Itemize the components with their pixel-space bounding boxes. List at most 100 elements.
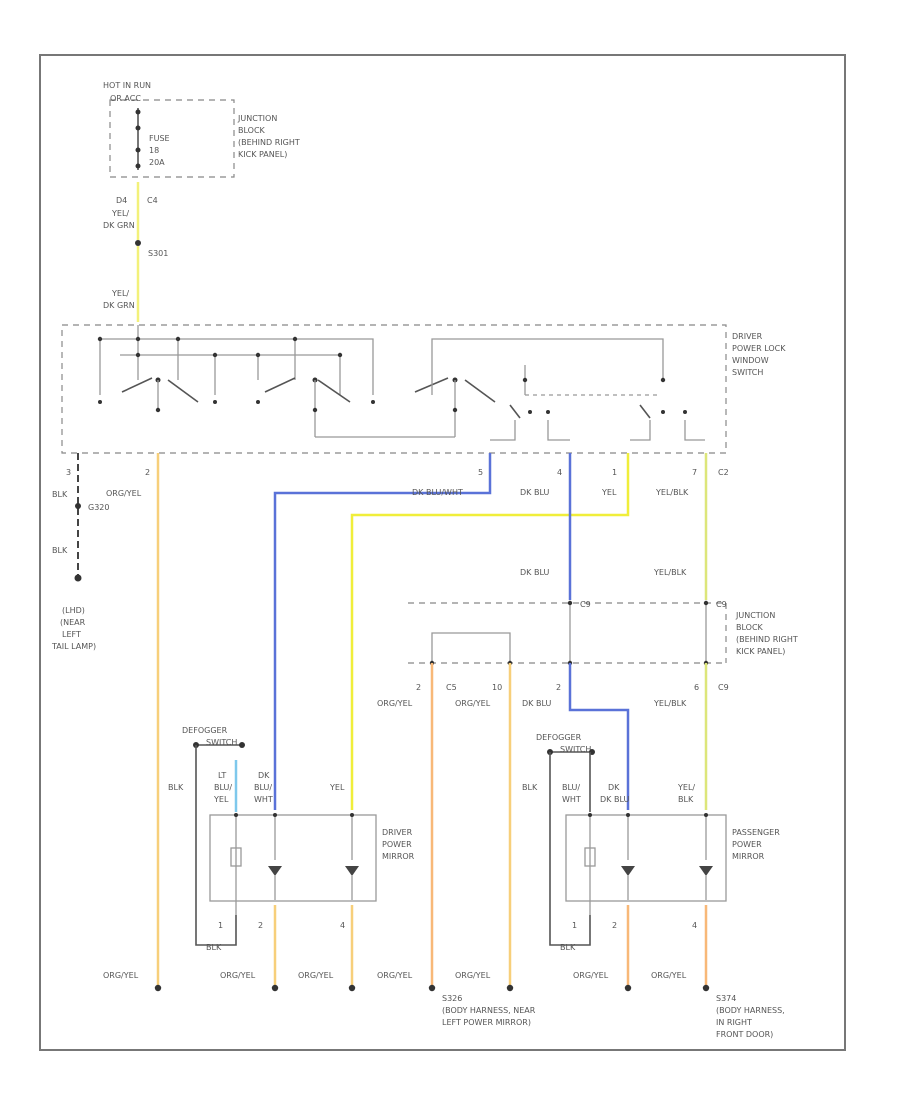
switch-label-2: POWER LOCK [732, 344, 786, 353]
bottom-orgyel-4: ORG/YEL [377, 971, 413, 980]
wire-org-yel-label-c5-2: ORG/YEL [377, 699, 413, 708]
wire-dkblu-pas-2: DK BLU [600, 795, 629, 804]
ground-label-1: (LHD) [62, 606, 85, 615]
wire-dk-blu-bottom [568, 663, 630, 810]
conn-c2-label: C2 [718, 468, 729, 477]
defogger-left-dot-2 [239, 742, 245, 748]
fuse-label: FUSE [149, 134, 170, 143]
bus-left [99, 338, 374, 395]
pas-blk-bottom-label: BLK [560, 943, 576, 952]
jb-top-line-3: (BEHIND RIGHT [238, 138, 300, 147]
pas-pin-2: 2 [612, 921, 617, 930]
pas-pin-1: 1 [572, 921, 577, 930]
bottom-orgyel-2: ORG/YEL [220, 971, 256, 980]
defogger-right-sub: SWITCH [560, 745, 591, 754]
jb-mid-line-1: JUNCTION [735, 611, 775, 620]
splice-left-1: S326 [442, 994, 462, 1003]
wire-top-2: DK GRN [103, 221, 135, 230]
hot-in-run-label: HOT IN RUN [103, 81, 151, 90]
bottom-orgyel-1: ORG/YEL [103, 971, 139, 980]
jb-top-line-1: JUNCTION [237, 114, 277, 123]
pin-2-label: 2 [145, 468, 150, 477]
ground-dot [74, 574, 82, 582]
wire-ltblu-1: LT [218, 771, 226, 780]
bottom-orgyel-3: ORG/YEL [298, 971, 334, 980]
fuse-amp: 20A [149, 158, 165, 167]
switch-label-1: DRIVER [732, 332, 763, 341]
pin-3-label: 3 [66, 468, 71, 477]
splice-right-1: S374 [716, 994, 736, 1003]
wire-yel-label: YEL [601, 488, 617, 497]
wire-yel [350, 453, 630, 810]
conn-c9-bottom: C9 [718, 683, 729, 692]
wire-blk-pas-2: WHT [562, 795, 581, 804]
jb-top-line-2: BLOCK [238, 126, 266, 135]
wire-blk-pass-loop [549, 752, 591, 946]
drv-pin-4: 4 [340, 921, 345, 930]
ground-label-2: (NEAR [60, 618, 86, 627]
diagram-frame [39, 54, 846, 1051]
pass-mirror-line-3: MIRROR [732, 852, 765, 861]
jb-mid-link-orgyel [431, 632, 511, 663]
splice-right-2: (BODY HARNESS, [716, 1006, 785, 1015]
wire-top-1: YEL/ [111, 209, 129, 218]
splice-left-3: LEFT POWER MIRROR) [442, 1018, 531, 1027]
jb-mid-line-2: BLOCK [736, 623, 764, 632]
fuse-dot-3 [135, 147, 141, 153]
wire-dkblu-wht-label: DK BLU/WHT [412, 488, 463, 497]
wire-yel-drv-label: YEL [329, 783, 345, 792]
passenger-power-mirror-box [565, 814, 727, 902]
driver-mirror-line-3: MIRROR [382, 852, 415, 861]
jb-top-line-4: KICK PANEL) [238, 150, 287, 159]
wire-mid-1: YEL/ [111, 289, 129, 298]
pass-mirror-line-2: POWER [732, 840, 762, 849]
driver-power-mirror-box [209, 814, 377, 902]
pin-10-label: 10 [492, 683, 502, 692]
pin-4-label: 4 [557, 468, 562, 477]
bottom-orgyel-6: ORG/YEL [573, 971, 609, 980]
driver-mirror-internals [230, 813, 359, 915]
wire-dkbluwht-3: WHT [254, 795, 273, 804]
switch-internals [97, 325, 705, 441]
wire-blk-driver-loop [195, 745, 237, 946]
fuse-number: 18 [149, 146, 159, 155]
pin-2-c9-label: 2 [556, 683, 561, 692]
wire-dkblu-wht [273, 453, 492, 810]
wire-blk-pas-1: BLU/ [562, 783, 580, 792]
jb-mid-dot-5 [567, 600, 573, 606]
conn-c9-top-left: C9 [580, 600, 591, 609]
bottom-orgyel-5: ORG/YEL [455, 971, 491, 980]
wire-dkblu-pas-1: DK [608, 783, 620, 792]
pass-mirror-line-1: PASSENGER [732, 828, 780, 837]
pin-5-label: 5 [478, 468, 483, 477]
defogger-left-label: DEFOGGER [182, 726, 228, 735]
splice-right-4: FRONT DOOR) [716, 1030, 773, 1039]
wire-org-yel-label-top: ORG/YEL [106, 489, 142, 498]
switch-label-4: SWITCH [732, 368, 763, 377]
conn-c5-label: C5 [446, 683, 457, 692]
pin-2-c5-label: 2 [416, 683, 421, 692]
defogger-right-label: DEFOGGER [536, 733, 582, 742]
pas-pin-4: 4 [692, 921, 697, 930]
fuse-dot-2 [135, 125, 141, 131]
wire-dkbluwht-1: DK [258, 771, 270, 780]
wire-dk-blu-label-1: DK BLU [520, 488, 549, 497]
driver-switch-box [61, 324, 727, 454]
wire-mid-2: DK GRN [103, 301, 135, 310]
pin-7-label: 7 [692, 468, 697, 477]
drv-pin-2: 2 [258, 921, 263, 930]
jb-mid-line-3: (BEHIND RIGHT [736, 635, 798, 644]
or-acc-label: OR ACC [110, 94, 141, 103]
jb-mid-line-4: KICK PANEL) [736, 647, 785, 656]
ground-label-4: TAIL LAMP) [51, 642, 96, 651]
bottom-splice-row [154, 984, 710, 992]
ground-label-3: LEFT [62, 630, 81, 639]
driver-mirror-line-1: DRIVER [382, 828, 413, 837]
wire-yel-blk-label-2: YEL/BLK [653, 568, 687, 577]
conn-top: C4 [147, 196, 158, 205]
jb-mid-dot-6 [703, 600, 709, 606]
conn-c9-top-right: C9 [716, 600, 727, 609]
fuse-dot-1 [135, 109, 141, 115]
wire-yel-blk-label-1: YEL/BLK [655, 488, 689, 497]
